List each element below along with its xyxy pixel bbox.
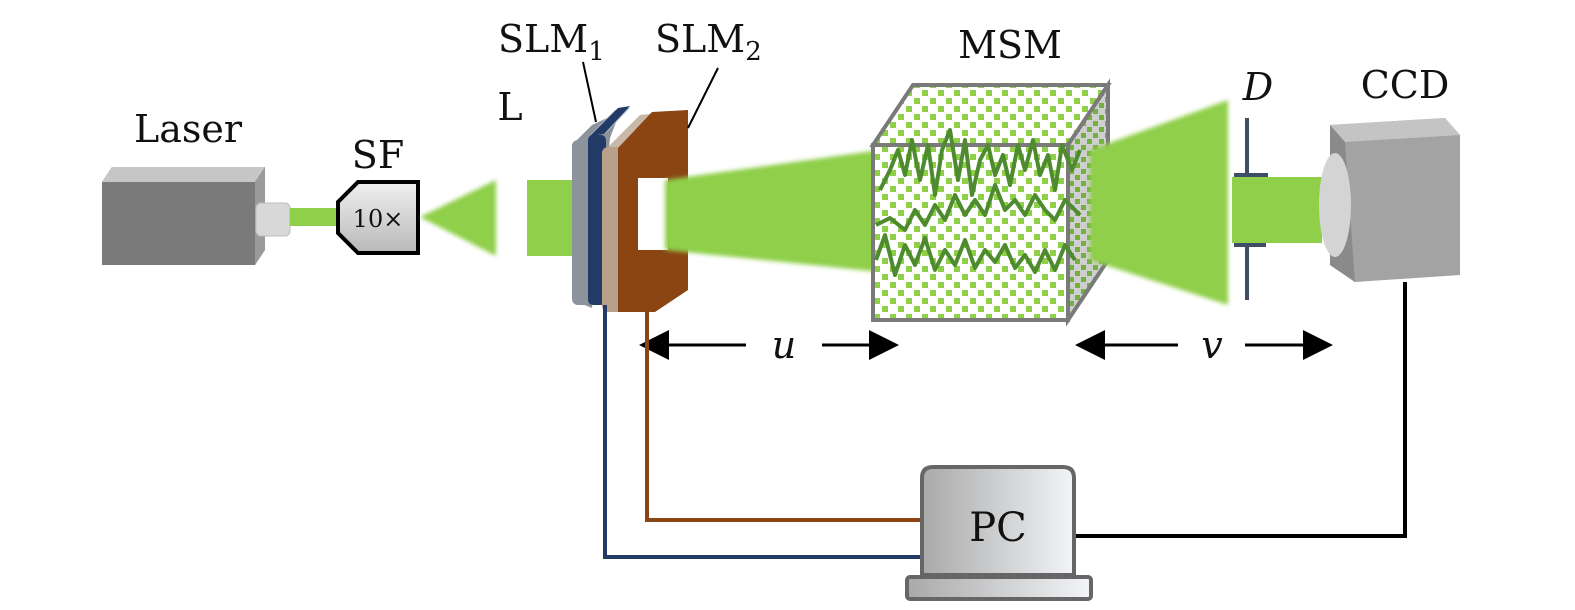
spatial-filter (336, 180, 420, 255)
cable-slm1-pc (603, 305, 928, 559)
laser (102, 167, 291, 265)
sf-magnification: 10× (353, 205, 404, 233)
sf-label: SF (352, 133, 404, 177)
cable-ccd-pc (1072, 282, 1407, 538)
aperture-d (1234, 118, 1268, 300)
slm2 (602, 110, 688, 312)
beam-to-msm (665, 150, 880, 272)
pc-label: PC (969, 505, 1027, 551)
slm2-leader-line (687, 67, 719, 129)
aperture-label: D (1242, 65, 1273, 109)
beam-narrow (290, 208, 340, 226)
slm1-leader-line (582, 61, 597, 123)
ccd-label: CCD (1361, 63, 1450, 107)
beam-after-msm (1090, 100, 1228, 305)
slm2-aperture-window (638, 178, 668, 250)
pc (905, 465, 1093, 601)
pc-base (905, 575, 1093, 601)
scattering-paths (874, 128, 1082, 277)
laser-label: Laser (134, 107, 243, 151)
cable-slm2-pc (645, 305, 928, 522)
slm1-label: SLM1 (498, 17, 605, 67)
slm2-label: SLM2 (655, 17, 762, 67)
beam-diverging (420, 180, 496, 256)
ccd-camera (1319, 118, 1460, 282)
msm-cube (869, 78, 1112, 327)
distance-v-label: v (1201, 323, 1223, 367)
beam-to-ccd (1232, 177, 1322, 243)
laser-output-coupler (255, 202, 291, 237)
lens-label: L (497, 85, 522, 129)
distance-u-label: u (772, 323, 796, 367)
slm1 (572, 106, 630, 308)
msm-label: MSM (958, 23, 1062, 67)
ccd-lens (1319, 153, 1351, 257)
